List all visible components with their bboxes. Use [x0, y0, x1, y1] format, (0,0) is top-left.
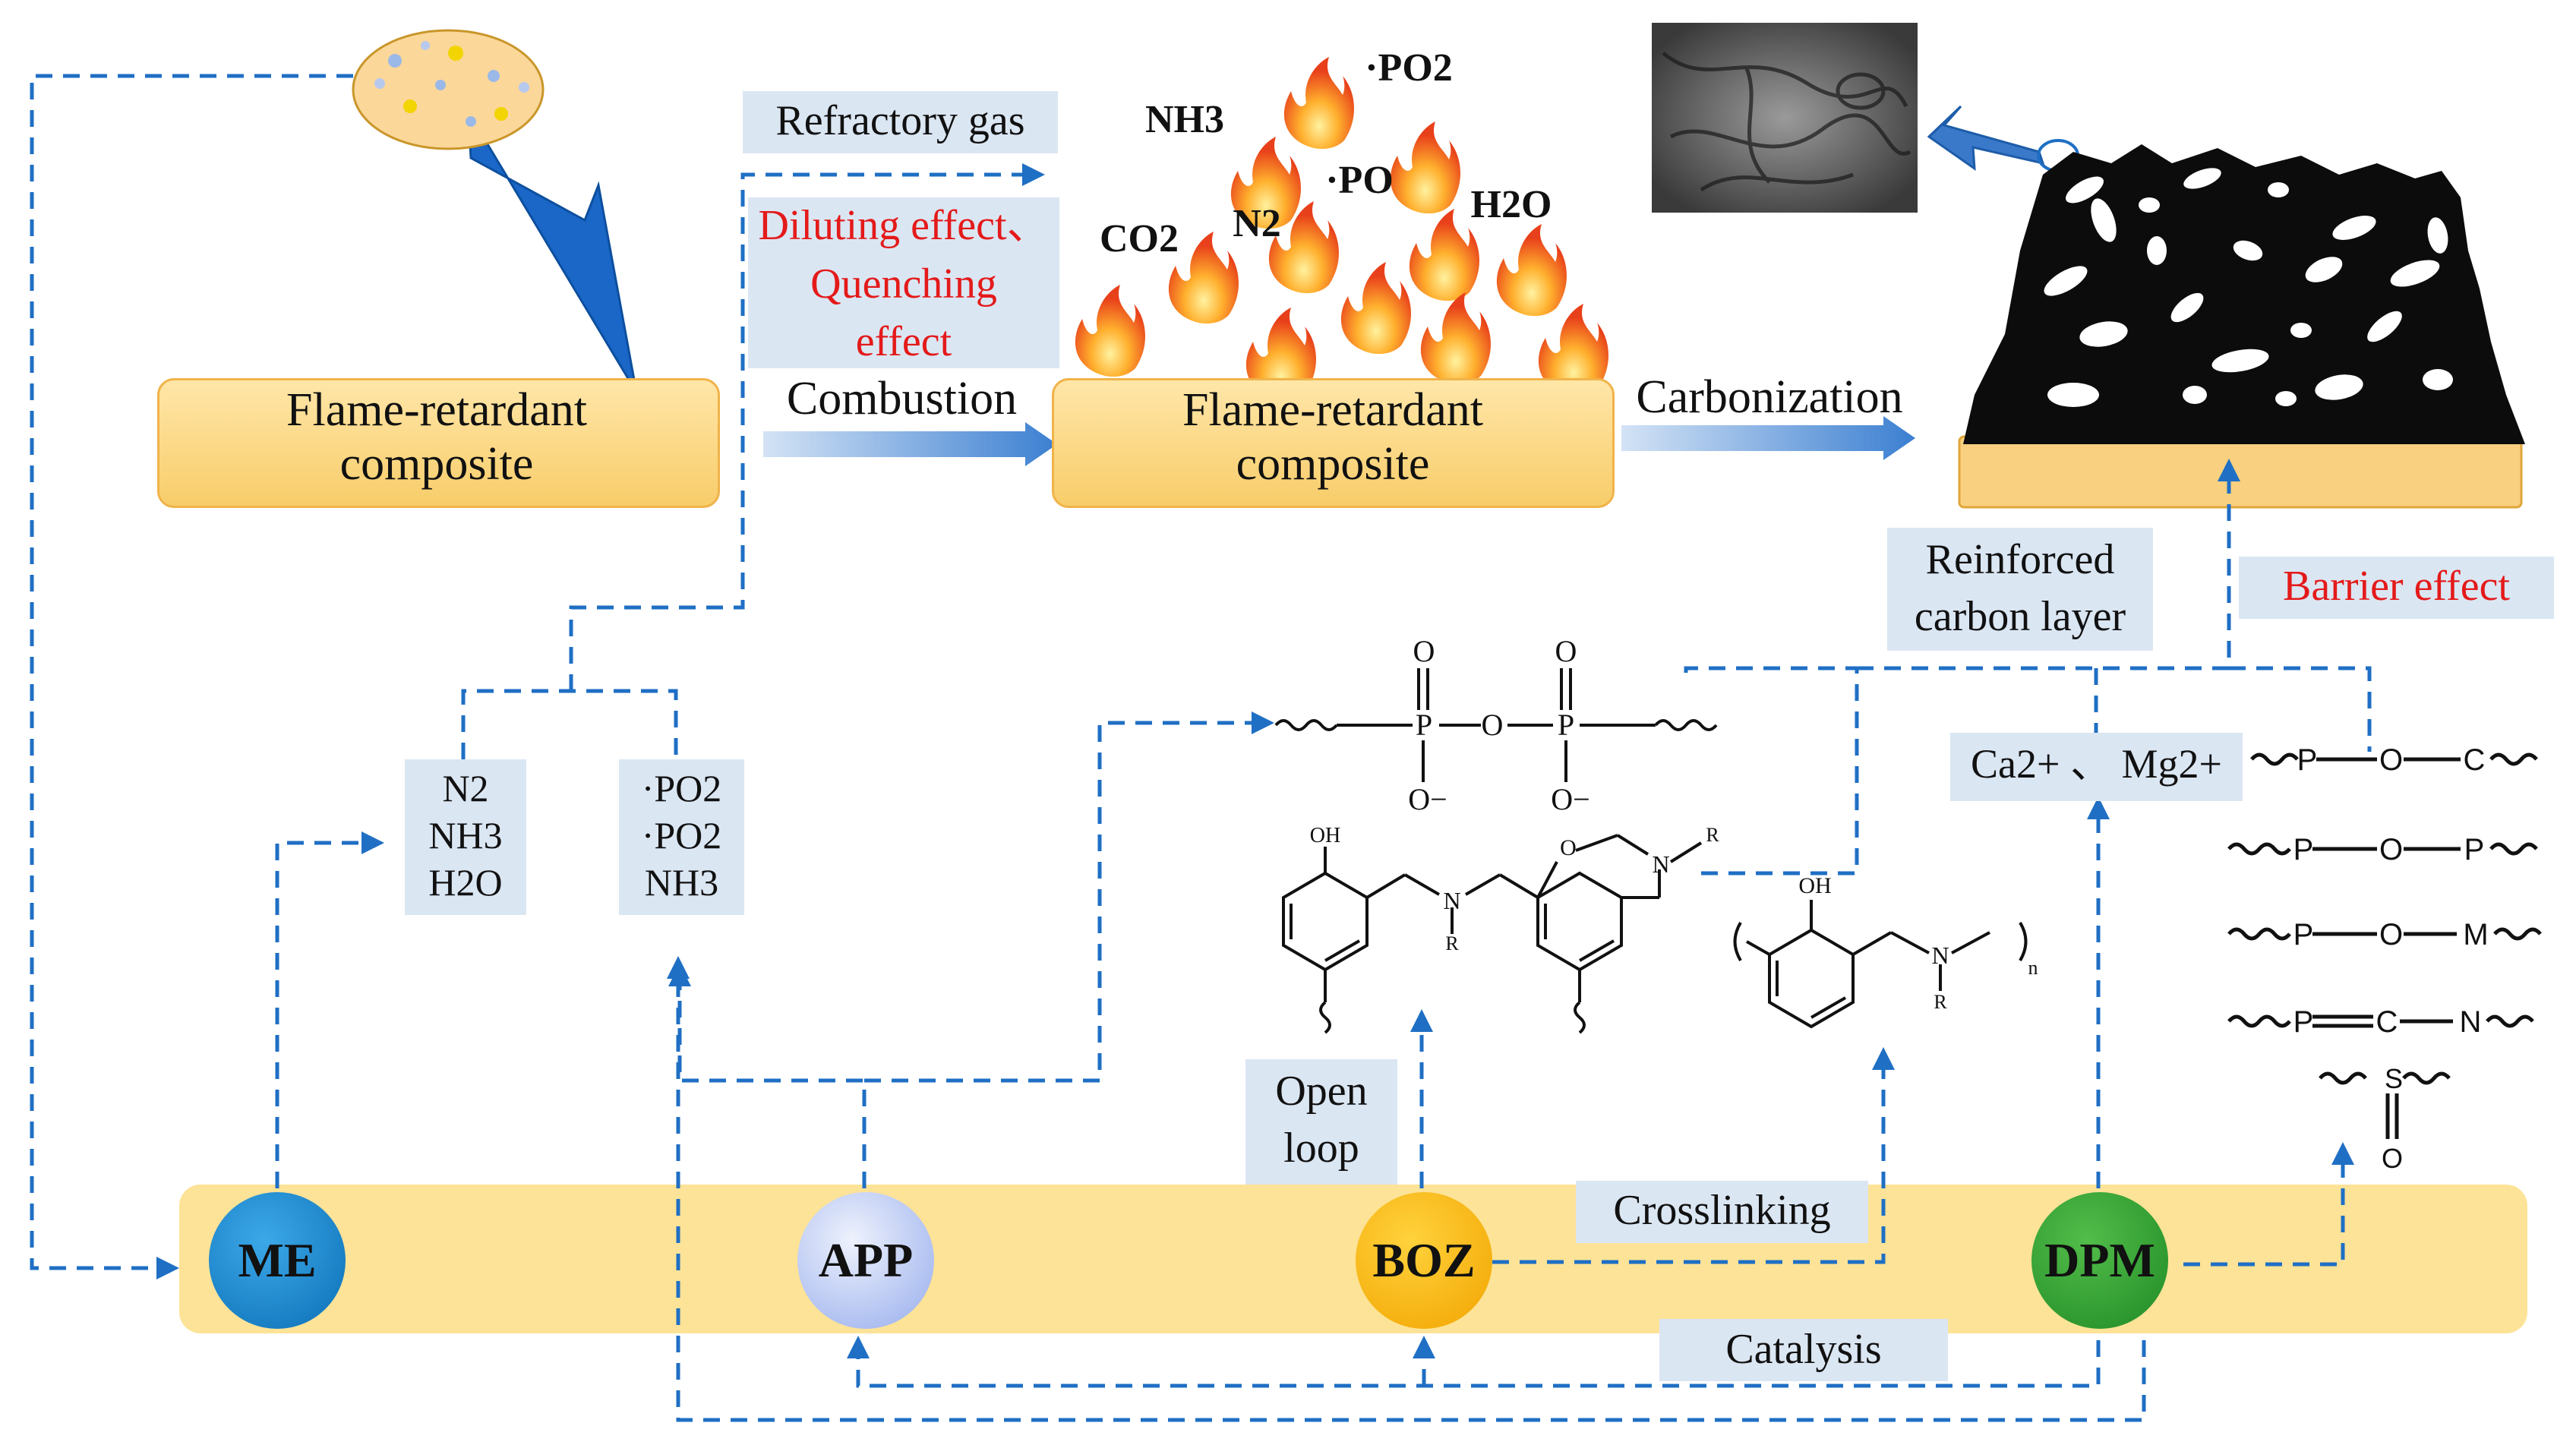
- atom-r-3: R: [1934, 991, 1947, 1013]
- combustion-arrow: [763, 422, 1057, 466]
- species-co2: CO2: [1100, 217, 1179, 260]
- polyphosphate-structure: [1274, 668, 1718, 782]
- atom-n-2: N: [1931, 942, 1949, 969]
- crosslinking-box: [1576, 1181, 1868, 1243]
- benzoxazine-structure: [1282, 834, 1703, 1034]
- node-me: ME: [209, 1192, 346, 1329]
- reinforced-label-1: Reinforced: [1925, 536, 2115, 583]
- species-h2o: H2O: [1470, 183, 1552, 226]
- quenching-label: Quenching: [810, 260, 997, 308]
- dashed-connectors: [30, 74, 2372, 1422]
- bond4-atom-3: N: [2459, 1005, 2482, 1039]
- atom-p-1: P: [1415, 708, 1433, 742]
- barrier-box: [2239, 557, 2554, 619]
- composite-box-left: [157, 378, 720, 508]
- bond-motifs: [2227, 752, 2542, 1139]
- open-loop-box: [1245, 1059, 1397, 1185]
- component-band: [179, 1185, 2527, 1333]
- species-nh3: NH3: [1145, 98, 1224, 141]
- bond2-atom-1: P: [2293, 833, 2314, 866]
- refractory-gas-box: [743, 91, 1058, 153]
- reinforced-box: [1887, 528, 2153, 651]
- atom-o-minus-2: O−: [1551, 782, 1590, 816]
- atom-oh-1: OH: [1309, 824, 1341, 847]
- atom-p-2: P: [1557, 708, 1575, 742]
- species-box-right-3: NH3: [644, 861, 719, 904]
- bond3-atom-1: P: [2293, 918, 2314, 951]
- bond1-atom-1: P: [2297, 743, 2318, 777]
- zoom-arrow-right: [1927, 105, 2045, 172]
- open-loop-label-2: loop: [1283, 1125, 1359, 1172]
- reinforced-label-2: carbon layer: [1914, 593, 2126, 640]
- bond4-atom-2: C: [2376, 1005, 2398, 1039]
- carbonization-arrow: [1621, 416, 1915, 460]
- bond3-atom-2: O: [2379, 918, 2404, 951]
- node-dpm: DPM: [2031, 1192, 2168, 1329]
- barrier-label: Barrier effect: [2283, 563, 2510, 610]
- bond2-atom-3: P: [2464, 833, 2485, 866]
- atom-o-ring: O: [1560, 835, 1577, 860]
- atom-n-1: N: [1443, 887, 1461, 914]
- char-base: [1958, 435, 2523, 509]
- node-boz: BOZ: [1356, 1192, 1492, 1329]
- sem-micrograph: [1652, 23, 1918, 213]
- bond5-atom-s: S: [2384, 1063, 2403, 1094]
- bond5-atom-o: O: [2381, 1143, 2403, 1174]
- atom-r-2: R: [1706, 824, 1719, 846]
- char-pores: [2044, 168, 2453, 407]
- composite-box-center: [1052, 378, 1615, 508]
- atom-o-top-1: O: [1413, 634, 1435, 668]
- species-po: ·PO: [1325, 159, 1394, 202]
- species-box-left: [405, 759, 526, 915]
- dispersed-particles: [374, 41, 529, 127]
- species-box-right: [619, 759, 744, 915]
- ions-label: Ca2+ 、 Mg2+: [1971, 741, 2222, 787]
- composite-label-center: Flame-retardant composite: [1182, 384, 1483, 491]
- bond3-atom-3: M: [2463, 918, 2489, 951]
- atom-n-ring: N: [1652, 850, 1670, 878]
- species-box-left-1: N2: [442, 767, 489, 809]
- atom-o-minus-1: O−: [1408, 782, 1447, 816]
- species-box-left-3: H2O: [428, 861, 503, 904]
- particle-dispersion: [352, 29, 545, 150]
- species-box-right-1: ·PO2: [641, 767, 722, 809]
- species-box-left-2: NH3: [428, 814, 503, 857]
- species-po2: ·PO2: [1365, 46, 1453, 90]
- bond1-atom-3: C: [2463, 743, 2486, 777]
- atom-r-1: R: [1445, 932, 1459, 954]
- refractory-gas-label: Refractory gas: [775, 97, 1025, 144]
- effect-label: effect: [855, 318, 952, 365]
- diluting-effect-label: Diluting effect、: [758, 202, 1050, 249]
- crosslinked-polymer-structure: [1733, 900, 2028, 1029]
- bond1-atom-2: O: [2379, 743, 2404, 777]
- node-app: APP: [797, 1192, 934, 1329]
- atom-o-top-2: O: [1555, 634, 1577, 668]
- composite-label-left: Flame-retardant composite: [286, 384, 587, 491]
- ions-box: [1950, 733, 2243, 801]
- atom-subscript-n: n: [2028, 957, 2038, 979]
- gas-effect-box: [748, 197, 1059, 368]
- catalysis-label: Catalysis: [1725, 1326, 1882, 1373]
- catalysis-box: [1659, 1319, 1948, 1381]
- open-loop-label-1: Open: [1275, 1068, 1368, 1115]
- bond2-atom-2: O: [2379, 833, 2404, 866]
- flames: [1075, 57, 1608, 400]
- atom-o-bridge: O: [1481, 708, 1504, 742]
- atom-oh-2: OH: [1798, 873, 1832, 898]
- species-n2: N2: [1233, 202, 1281, 245]
- species-box-right-2: ·PO2: [641, 814, 722, 857]
- crosslinking-label: Crosslinking: [1613, 1187, 1831, 1234]
- combustion-label: Combustion: [786, 373, 1018, 424]
- carbonization-label: Carbonization: [1636, 371, 1903, 423]
- bond4-atom-1: P: [2293, 1005, 2314, 1039]
- sem-texture: [1662, 52, 1911, 192]
